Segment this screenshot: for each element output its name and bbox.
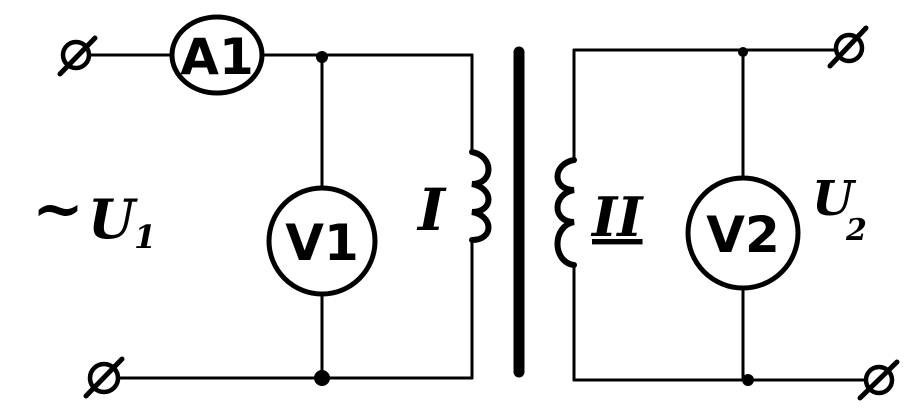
ammeter-a1: A1 [169,14,265,96]
junction-node-secondary-bottom [742,374,754,386]
voltmeter-v1: V1 [266,185,378,297]
terminal-input-top [57,35,98,77]
voltmeter-v2-label: V2 [706,206,780,264]
source-tilde: ~ [32,172,84,245]
output-voltage-subscript: 2 [845,213,867,248]
junction-node-primary-top [316,51,328,63]
secondary-winding-coil [554,157,577,268]
junction-node-primary-bottom [314,370,330,386]
primary-wiring [88,53,474,380]
source-voltage-subscript: 1 [134,218,156,256]
junction-node-secondary-top [738,47,748,57]
terminal-input-bottom [83,356,125,399]
voltmeter-v2: V2 [685,175,801,291]
primary-winding-label: I [416,176,447,244]
terminal-output-bottom [857,359,900,401]
terminal-output-top [827,25,869,69]
voltmeter-v1-label: V1 [285,214,359,272]
secondary-wiring [572,48,870,382]
output-voltage-u: U [812,171,857,227]
primary-winding-coil [469,149,492,243]
secondary-winding-label: II [590,185,644,249]
ammeter-a1-label: A1 [180,28,254,86]
source-voltage-u: U [88,187,138,251]
